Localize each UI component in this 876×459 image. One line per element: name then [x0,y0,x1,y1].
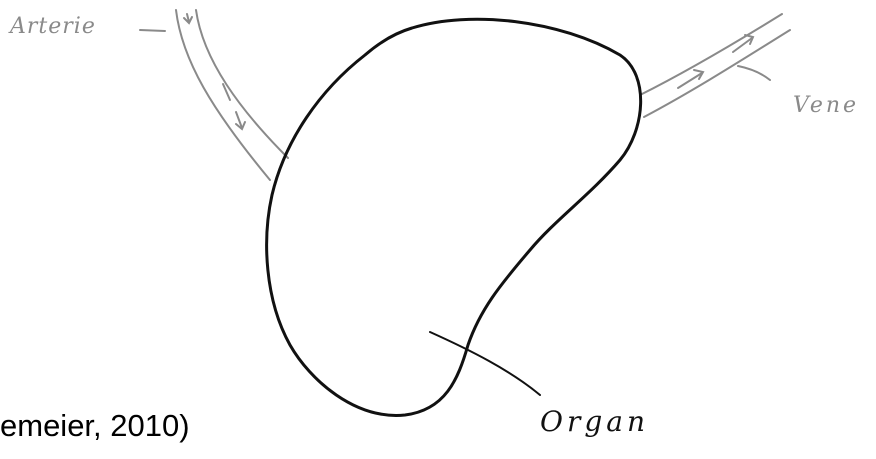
organ-leader-line [430,332,540,395]
organ-label: Organ [540,405,649,438]
artery-leader-line [140,30,165,31]
artery-label: Arterie [10,14,96,39]
vein-vessel [640,14,790,117]
artery-vessel [176,10,288,180]
vein-label: Vene [793,93,859,118]
citation-text: emeier, 2010) [0,408,190,444]
vein-leader-line [738,66,770,80]
organ-outline [267,19,641,415]
